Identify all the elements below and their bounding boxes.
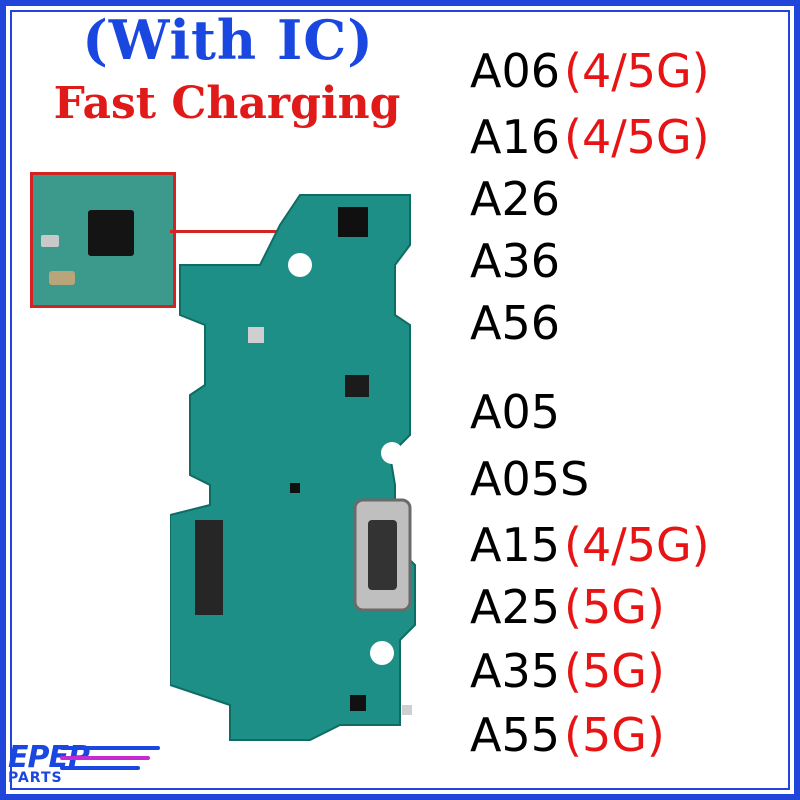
logo-stripe [60, 766, 140, 770]
microphone [345, 375, 369, 397]
mounting-hole [288, 253, 312, 277]
model-item: A05S [470, 452, 590, 506]
logo-stripe [60, 746, 160, 750]
header-fast-charging: Fast Charging [53, 78, 401, 129]
model-item: A05 [470, 385, 561, 439]
model-item: A06(4/5G) [470, 44, 710, 98]
logo-stripe [60, 756, 150, 760]
inner-border [10, 10, 790, 790]
board-to-board-connector [195, 520, 223, 615]
smd-component [402, 705, 412, 715]
antenna-connector [248, 327, 264, 343]
charging-port-board [170, 194, 416, 741]
ic-zoom-inset [30, 172, 176, 308]
model-item: A56 [470, 296, 561, 350]
model-item: A55(5G) [470, 708, 665, 762]
pad-zoomed [49, 271, 75, 285]
component-zoomed [41, 235, 59, 247]
model-item: A16(4/5G) [470, 110, 710, 164]
mounting-hole [370, 641, 394, 665]
smd-component [290, 483, 300, 493]
logo-word: PARTS [8, 770, 63, 786]
model-item: A36 [470, 234, 561, 288]
model-item: A15(4/5G) [470, 518, 710, 572]
callout-line [170, 230, 330, 233]
model-item: A25(5G) [470, 580, 665, 634]
mounting-hole [381, 442, 403, 464]
usb-c-tongue [368, 520, 397, 590]
epep-parts-logo: EPEP PARTS [2, 738, 162, 788]
model-item: A26 [470, 172, 561, 226]
header-with-ic: (With IC) [82, 8, 374, 72]
ic-chip [338, 207, 368, 237]
smd-component [350, 695, 366, 711]
model-item: A35(5G) [470, 644, 665, 698]
ic-chip-zoomed [88, 210, 134, 256]
